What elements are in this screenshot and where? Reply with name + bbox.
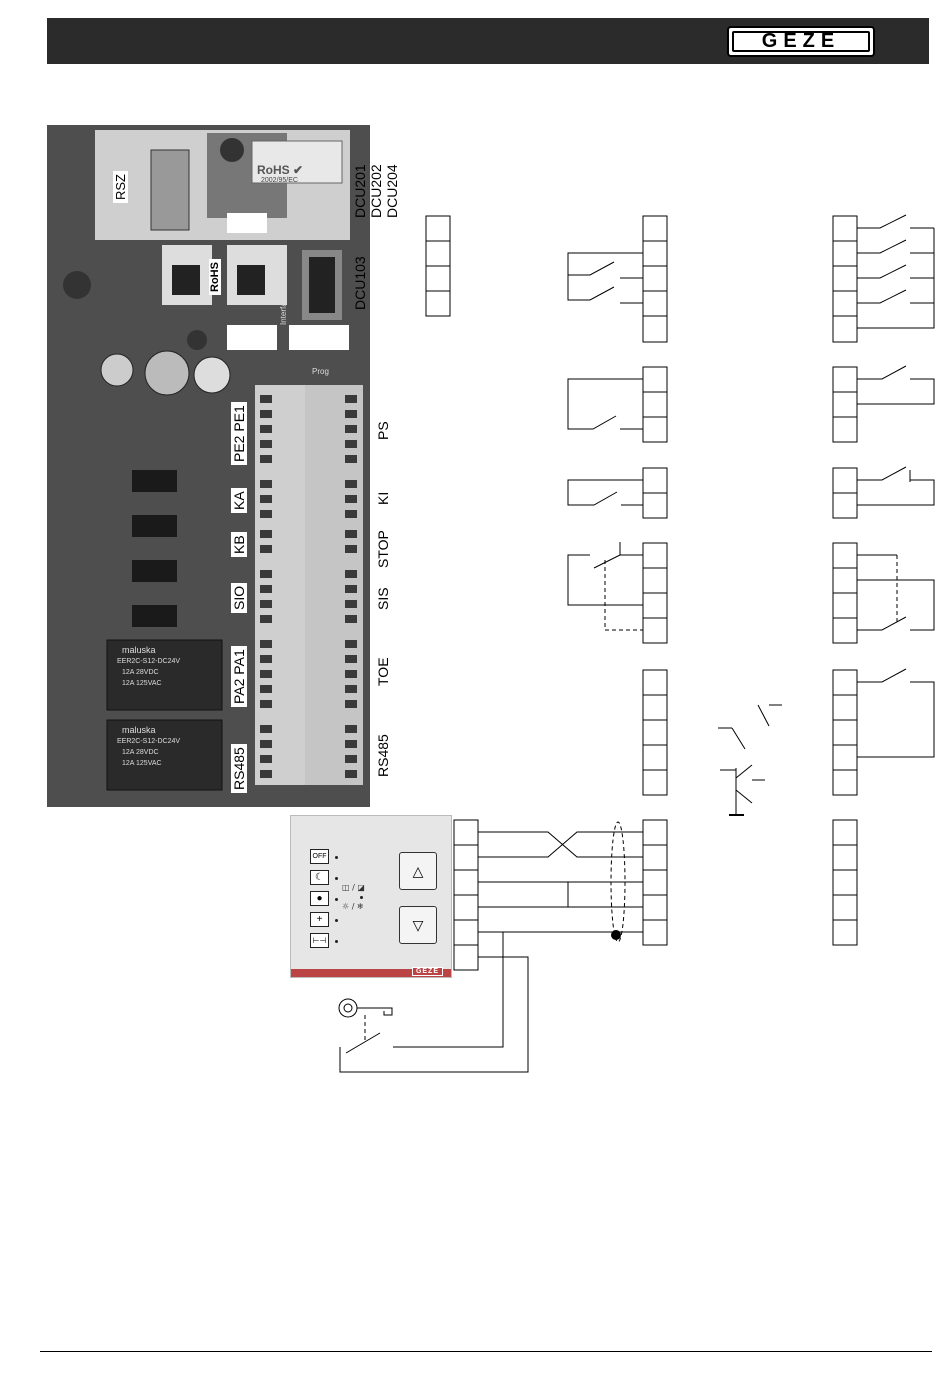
footer-rule <box>40 1351 932 1352</box>
label-ps: PS <box>375 421 391 440</box>
board-label-rohs-chip: RoHS <box>209 259 221 295</box>
terminal <box>426 216 450 241</box>
geze-logo: GEZE <box>727 26 875 57</box>
label-ki: KI <box>375 492 391 505</box>
label-dcu201: DCU201 <box>352 164 368 218</box>
mode-symbol-bottom: ☼ / ❄ <box>342 902 364 911</box>
connector-label-sio: SIO <box>231 583 247 613</box>
relay-model-2: EER2C-S12-DC24V <box>117 738 180 745</box>
mode-dot <box>360 896 363 899</box>
relay-brand-1: maluska <box>122 645 156 655</box>
panel-button-night[interactable]: ☾ <box>310 870 329 885</box>
mode-symbol-top: ◫ / ◪ <box>342 883 365 892</box>
panel-geze-logo: GEZE <box>412 967 443 976</box>
relay-brand-2: maluska <box>122 725 156 735</box>
led-exit-only <box>335 919 338 922</box>
panel-button-exit-only[interactable]: + <box>310 912 329 927</box>
led-night <box>335 877 338 880</box>
relay-rating-dc-2: 12A 28VDC <box>122 749 159 756</box>
label-sis: SIS <box>375 587 391 610</box>
connector-label-pa2-pa1: PA2 PA1 <box>231 646 247 707</box>
board-label-prog: Prog <box>312 367 329 376</box>
board-label-interface: Interface <box>279 294 288 325</box>
board-label-rohs-directive: 2002/95/EC <box>261 177 298 184</box>
down-button[interactable]: ▽ <box>399 906 437 944</box>
label-rs485-right: RS485 <box>375 734 391 777</box>
pcb-drawing <box>47 125 370 807</box>
geze-logo-text: GEZE <box>732 31 870 52</box>
pcb-photo: RSZ RoHS ✔ 2002/95/EC RoHS Interface Pro… <box>47 125 370 807</box>
led-permanent-open <box>335 940 338 943</box>
connector-label-pe2-pe1: PE2 PE1 <box>231 402 247 465</box>
panel-button-permanent-open[interactable]: ⊢⊣ <box>310 933 329 948</box>
relay-rating-dc-1: 12A 28VDC <box>122 669 159 676</box>
label-toe: TOE <box>375 657 391 686</box>
connector-label-ka: KA <box>231 488 247 513</box>
label-dcu204: DCU204 <box>384 164 400 218</box>
panel-button-automatic[interactable]: ● <box>310 891 329 906</box>
led-automatic <box>335 898 338 901</box>
relay-rating-ac-2: 12A 125VAC <box>122 760 162 767</box>
up-button[interactable]: △ <box>399 852 437 890</box>
control-panel: OFF ☾ ● + ⊢⊣ ◫ / ◪ ☼ / ❄ △ ▽ GEZE <box>290 815 452 978</box>
label-dcu202: DCU202 <box>368 164 384 218</box>
connector-label-rs485-left: RS485 <box>231 744 247 793</box>
relay-rating-ac-1: 12A 125VAC <box>122 680 162 687</box>
connector-label-kb: KB <box>231 532 247 557</box>
relay-model-1: EER2C-S12-DC24V <box>117 658 180 665</box>
label-stop: STOP <box>375 530 391 568</box>
label-dcu103: DCU103 <box>352 256 368 310</box>
board-label-rsz: RSZ <box>113 171 128 203</box>
panel-button-off[interactable]: OFF <box>310 849 329 864</box>
led-off <box>335 856 338 859</box>
board-label-rohs-badge: RoHS ✔ <box>257 163 303 177</box>
